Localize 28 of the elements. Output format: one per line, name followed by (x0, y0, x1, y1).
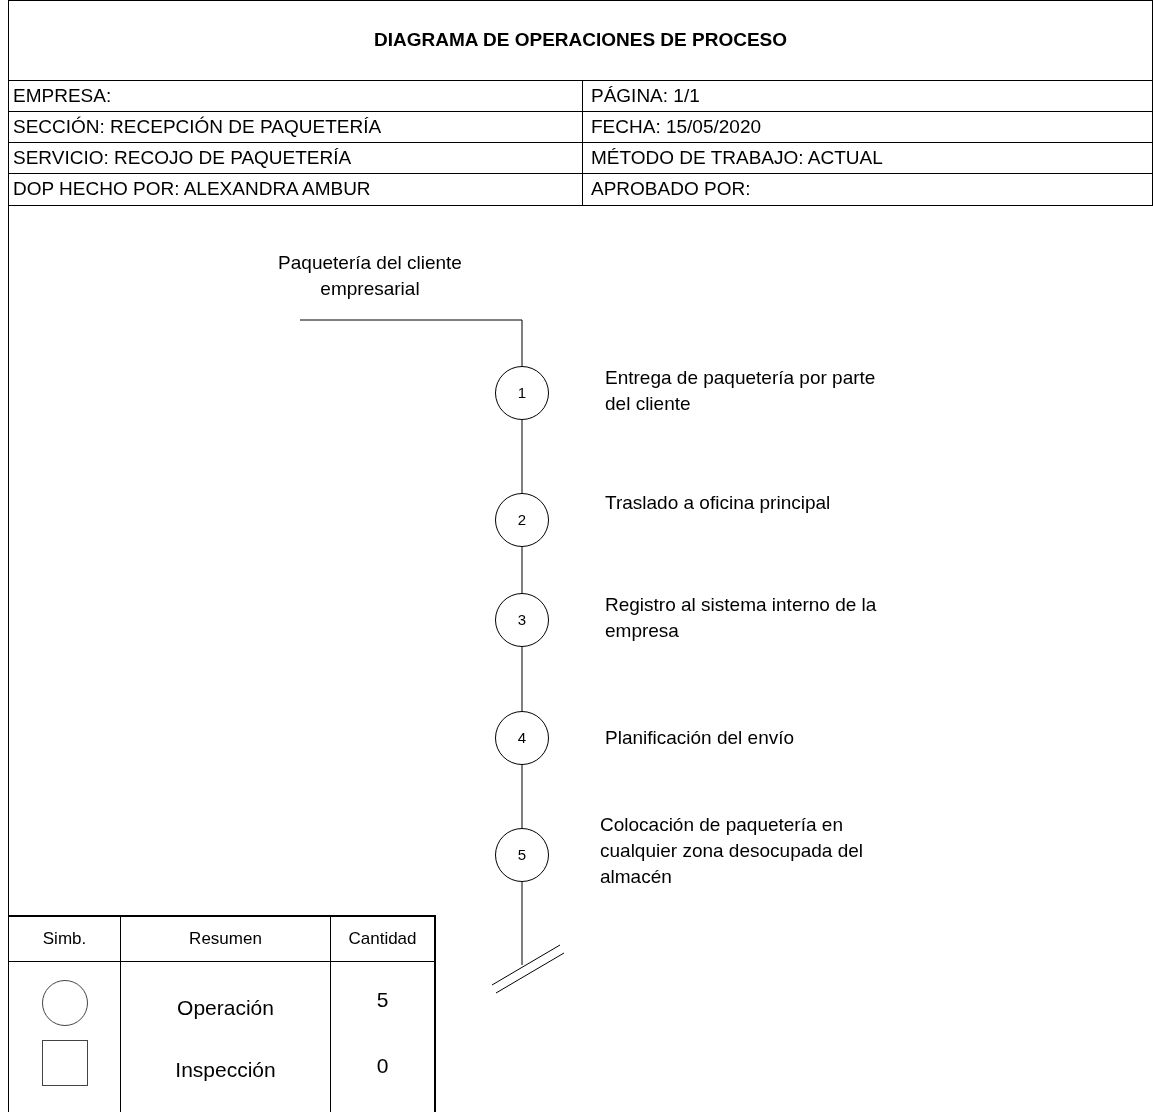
operation-description: Colocación de paquetería en cualquier zona desocupada del almacén (600, 813, 865, 889)
connector-line (299, 319, 523, 367)
column-header: Simb. (42, 928, 87, 951)
operation-description: Entrega de paquetería por parte del cliente (605, 366, 877, 416)
header-cell-text: EMPRESA: (13, 83, 112, 108)
summary-text: Inspección (175, 1056, 276, 1083)
header-cell-text: MÉTODO DE TRABAJO: ACTUAL (591, 145, 883, 170)
operation-description: Planificación del envío (605, 726, 796, 750)
start-text: Paquetería del cliente empresarial (230, 250, 510, 320)
operation-description: Traslado a oficina principal (605, 491, 832, 515)
column-header: Cantidad (348, 928, 417, 951)
title: DIAGRAMA DE OPERACIONES DE PROCESO (373, 28, 788, 53)
header-cell-text: DOP HECHO POR: ALEXANDRA AMBUR (13, 177, 371, 202)
column-header: Resumen (189, 928, 262, 951)
header-cell-text: FECHA: 15/05/2020 (591, 114, 762, 139)
header-cell-text: APROBADO POR: (591, 177, 751, 202)
connector-line (521, 881, 523, 966)
header-cell-text: SECCIÓN: RECEPCIÓN DE PAQUETERÍA (13, 114, 382, 139)
connector-line (521, 419, 523, 494)
header-cell-text: PÁGINA: 1/1 (591, 83, 700, 108)
header-cell-text: SERVICIO: RECOJO DE PAQUETERÍA (13, 145, 352, 170)
summary-count: 0 (376, 1052, 389, 1079)
connector-line (521, 646, 523, 712)
operation-description: Registro al sistema interno de la empresa (605, 593, 878, 643)
connector-line (521, 546, 523, 594)
summary-text: Operación (177, 995, 274, 1021)
connector-line (521, 764, 523, 829)
summary-count: 5 (376, 987, 389, 1013)
